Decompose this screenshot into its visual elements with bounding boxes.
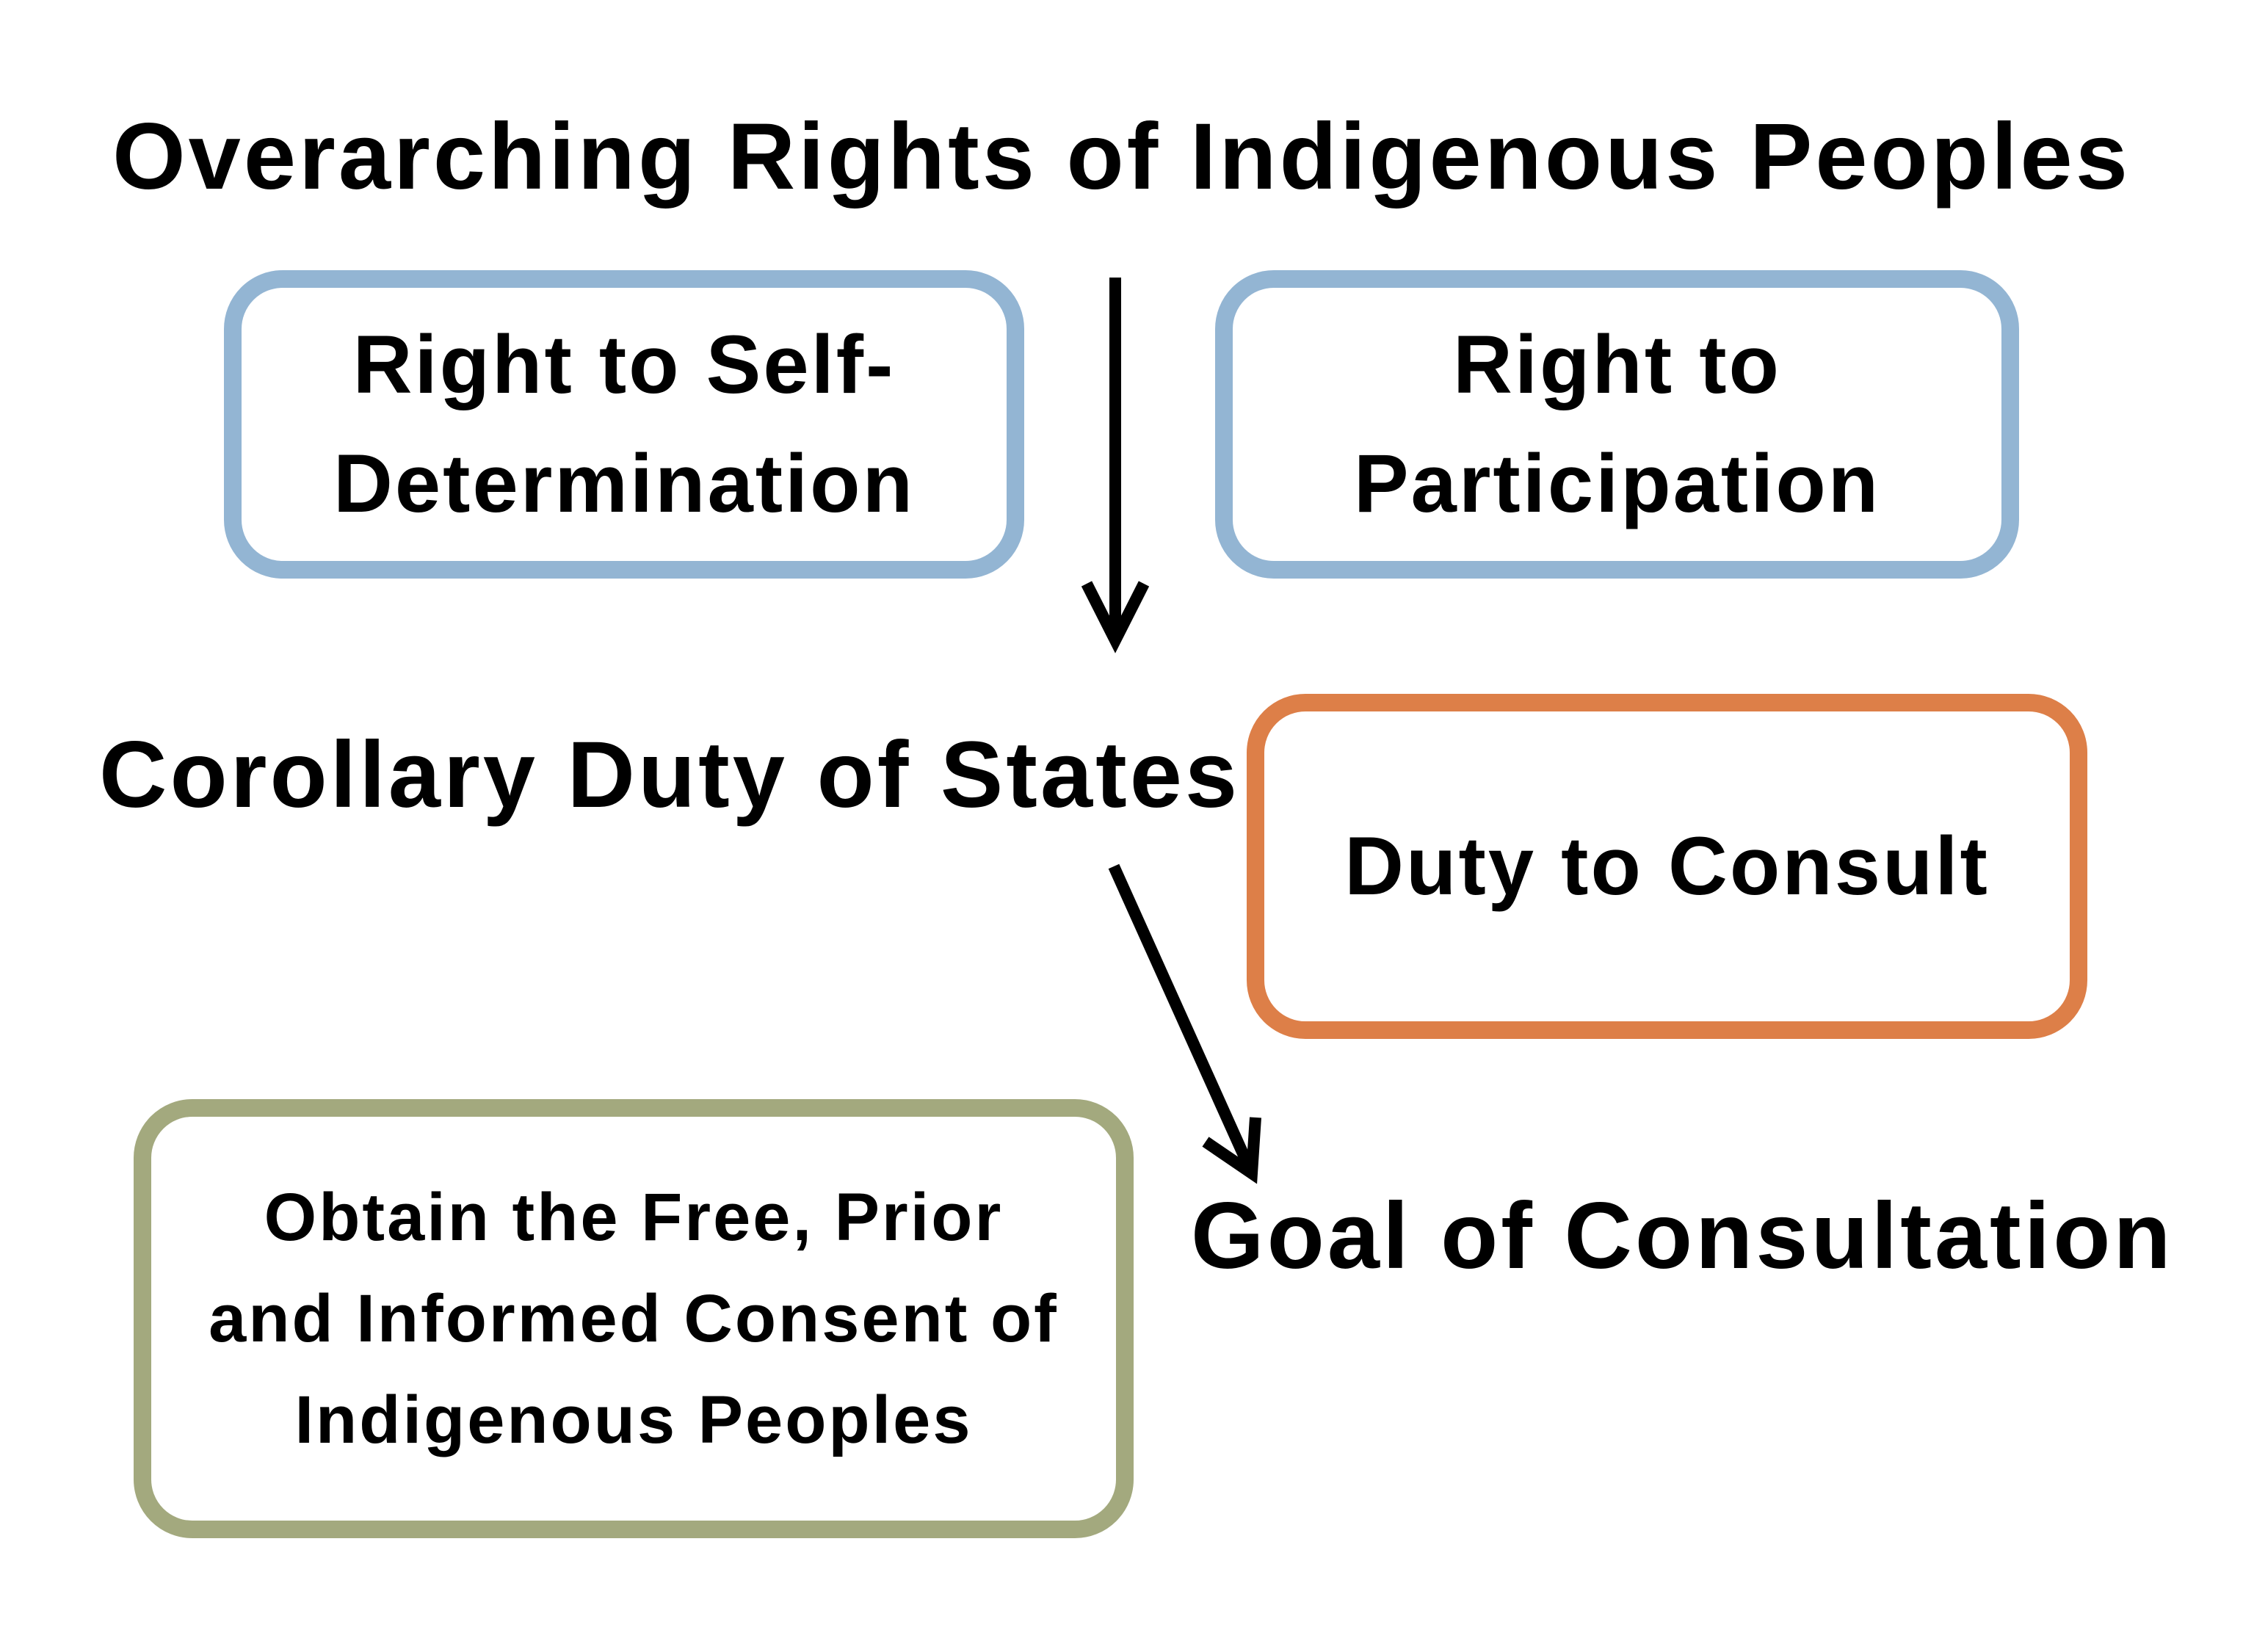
right-self-determination-box: Right to Self- Determination — [224, 270, 1024, 579]
box-line: Right to — [1453, 318, 1781, 410]
box-line: Determination — [333, 438, 915, 529]
box-line: Indigenous Peoples — [294, 1383, 973, 1457]
box-label: Duty to Consult — [1344, 819, 1990, 912]
duty-heading: Corollary Duty of States — [99, 722, 1241, 827]
box-line: Right to Self- — [352, 318, 896, 410]
arrow-head — [1081, 581, 1150, 653]
arrow-duty-to-goal — [1108, 863, 1261, 1184]
box-line: Participation — [1353, 438, 1881, 529]
right-participation-box: Right to Participation — [1215, 270, 2019, 579]
fpic-box: Obtain the Free, Prior and Informed Cons… — [134, 1099, 1134, 1538]
title: Overarching Rights of Indigenous Peoples — [112, 104, 2131, 209]
box-line: and Informed Consent of — [209, 1281, 1059, 1356]
box-line: Obtain the Free, Prior — [264, 1180, 1004, 1255]
goal-heading: Goal of Consultation — [1191, 1184, 2174, 1289]
arrow-shaft — [1108, 863, 1258, 1176]
duty-to-consult-box: Duty to Consult — [1247, 694, 2087, 1039]
arrow-head — [1202, 1117, 1261, 1184]
arrow-rights-to-duty — [1081, 278, 1150, 653]
